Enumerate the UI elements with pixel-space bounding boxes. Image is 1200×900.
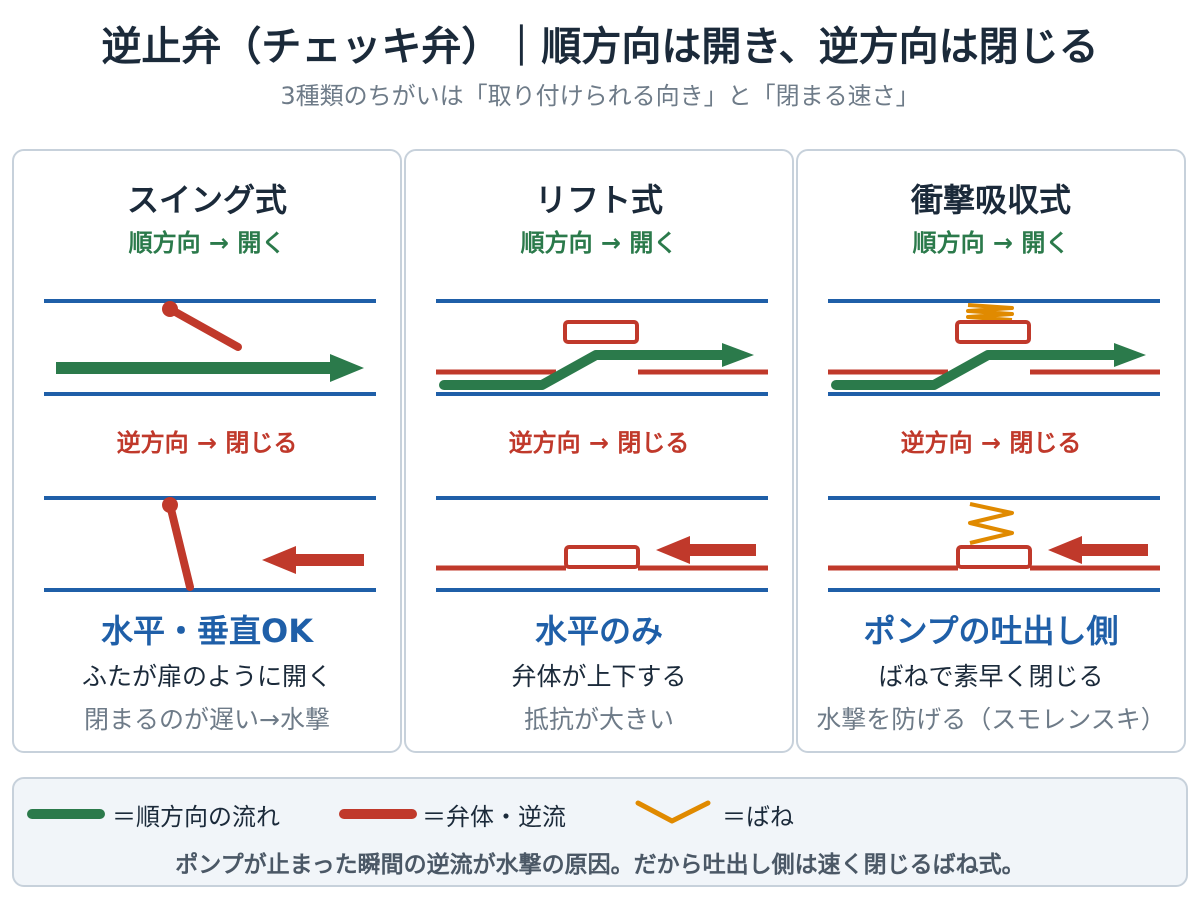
lift-disc-closed <box>564 545 640 569</box>
panel-title: リフト式 <box>534 181 663 219</box>
spring-icon <box>635 800 711 824</box>
page-title: 逆止弁（チェッキ弁）｜順方向は開き、逆方向は閉じる <box>101 24 1099 70</box>
reverse-label: 逆方向 → 閉じる <box>116 429 298 457</box>
arrow-left-icon <box>262 546 296 574</box>
description-main: ばねで素早く閉じる <box>878 662 1104 691</box>
legend: ＝順方向の流れ ＝弁体・逆流 ＝ばね ポンプが止まった瞬間の逆流が水撃の原因。だ… <box>12 777 1188 887</box>
forward-label: 順方向 → 開く <box>520 229 678 257</box>
description-note: 抵抗が大きい <box>523 705 674 734</box>
orientation-label: ポンプの吐出し側 <box>863 612 1119 650</box>
panel-title: 衝撃吸収式 <box>910 181 1071 219</box>
swing-disc-open <box>166 305 242 351</box>
legend-forward-flow: ＝順方向の流れ <box>112 803 280 831</box>
hinge-icon <box>162 301 178 317</box>
forward-label: 順方向 → 開く <box>912 229 1070 257</box>
shock-disc-open <box>955 320 1031 344</box>
legend-spring: ＝ばね <box>722 803 794 831</box>
spring-icon <box>968 502 1014 545</box>
swing-disc-closed <box>166 501 194 591</box>
legend-note: ポンプが止まった瞬間の逆流が水撃の原因。だから吐出し側は速く閉じるばね式。 <box>175 852 1025 878</box>
legend-valve-reverse: ＝弁体・逆流 <box>422 803 566 831</box>
arrow-right-icon <box>1114 343 1146 367</box>
forward-flow-arrow <box>439 350 729 390</box>
description-note: 閉まるのが遅い→水撃 <box>84 705 330 734</box>
orientation-label: 水平・垂直OK <box>100 612 313 650</box>
description-note: 水撃を防げる（スモレンスキ） <box>816 705 1166 734</box>
spring-icon <box>966 303 1014 322</box>
description-main: 弁体が上下する <box>511 662 687 691</box>
orientation-label: 水平のみ <box>534 612 663 650</box>
legend-swatches <box>27 800 711 824</box>
panel-title: スイング式 <box>126 181 287 219</box>
arrow-right-icon <box>330 354 364 382</box>
arrow-right-icon <box>722 343 754 367</box>
shock-absorbing-diagram <box>828 299 1160 592</box>
lift-disc-open <box>563 320 639 344</box>
panel-swing: スイング式 順方向 → 開く 逆方向 → 閉じる 水平・垂直OK ふたが扉のよう… <box>12 149 402 753</box>
swing-diagram <box>44 299 376 592</box>
lift-diagram <box>436 299 768 592</box>
forward-flow-arrow <box>831 350 1121 390</box>
hinge-icon <box>162 497 178 513</box>
reverse-label: 逆方向 → 閉じる <box>900 429 1082 457</box>
arrow-left-icon <box>1048 536 1082 564</box>
reverse-label: 逆方向 → 閉じる <box>508 429 690 457</box>
panel-shock-absorbing: 衝撃吸収式 順方向 → 開く 逆方向 → 閉じる ポンプの吐出し側 ばねで素早く… <box>796 149 1186 753</box>
arrow-left-icon <box>656 536 690 564</box>
page-subtitle: 3種類のちがいは「取り付けられる向き」と「閉まる速さ」 <box>280 82 920 110</box>
panel-lift: リフト式 順方向 → 開く 逆方向 → 閉じる 水平のみ 弁体が上下する 抵抗が… <box>404 149 794 753</box>
description-main: ふたが扉のように開く <box>81 662 332 691</box>
shock-disc-closed <box>956 545 1032 569</box>
forward-label: 順方向 → 開く <box>128 229 286 257</box>
